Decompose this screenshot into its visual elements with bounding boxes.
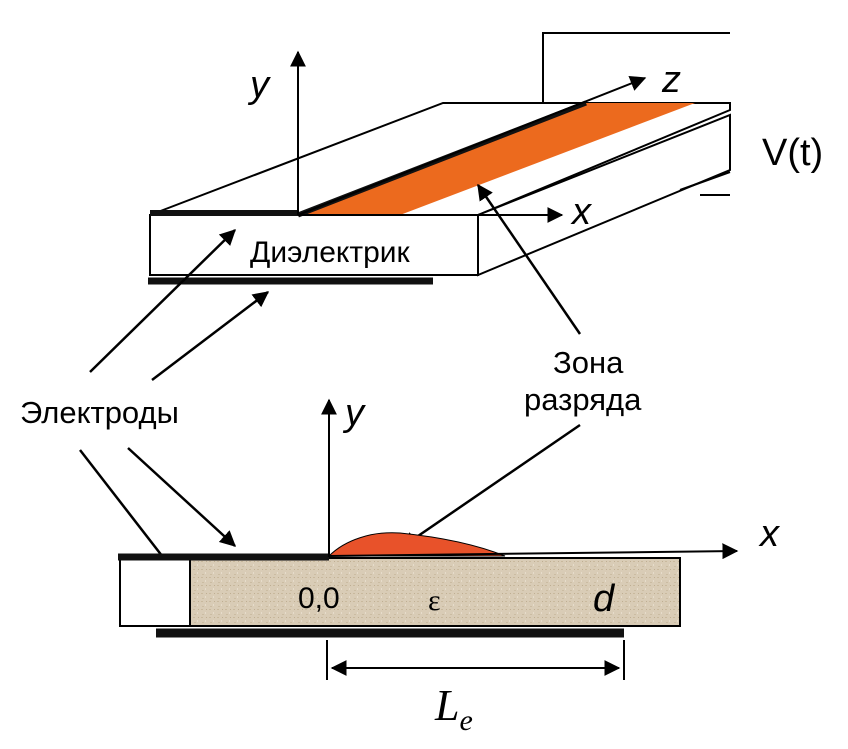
voltage-source-box xyxy=(542,32,730,103)
x-label-top: x xyxy=(570,191,593,233)
electrodes-label: Электроды xyxy=(20,395,179,430)
voltage-label: V(t) xyxy=(762,132,823,174)
x-label-bottom: x xyxy=(758,513,781,555)
z-axis-top xyxy=(297,75,647,216)
permittivity-symbol: ε xyxy=(428,584,441,617)
dielectric-label: Диэлектрик xyxy=(250,236,411,269)
thickness-label: d xyxy=(593,578,616,620)
source-wire-lower xyxy=(679,171,731,191)
origin-label: 0,0 xyxy=(298,582,340,615)
bottom-cross-section: y x 0,0 ε d Le xyxy=(118,392,781,737)
callout-arrows: Электроды Зона разряда xyxy=(20,183,642,594)
x-axis-bottom xyxy=(328,543,739,560)
length-subscript: e xyxy=(459,704,472,737)
arrow-zone-bottom xyxy=(400,423,581,549)
discharge-length-label: Le xyxy=(434,681,473,737)
discharge-zone-section xyxy=(327,532,506,557)
top-3d-view: y z x Диэлектрик V(t) xyxy=(148,32,823,285)
discharge-zone-top xyxy=(298,103,695,215)
arrow-electrode-top xyxy=(89,229,236,373)
arrow-electrode-lower-top xyxy=(127,447,236,547)
dielectric-section-material xyxy=(189,557,681,627)
arrow-electrode-bottom xyxy=(151,291,270,381)
dielectric-front-face xyxy=(149,214,479,276)
dielectric-section-white xyxy=(119,557,191,627)
discharge-zone-label-line1: Зона xyxy=(553,345,624,380)
arrow-zone-top xyxy=(476,183,582,335)
z-label-top: z xyxy=(661,59,681,101)
length-main: L xyxy=(434,681,459,730)
y-label-bottom: y xyxy=(342,392,366,434)
discharge-zone-label-line2: разряда xyxy=(524,382,642,417)
y-label-top: y xyxy=(247,64,271,106)
